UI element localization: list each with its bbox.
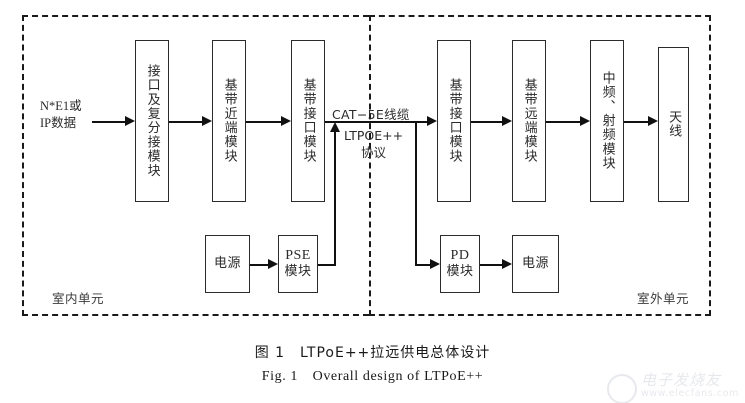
connector-riser-to-pd	[415, 264, 430, 266]
figure-caption-en: Fig. 1 Overall design of LTPoE++	[261, 369, 484, 384]
input-signal-label-line2: IP数据	[40, 115, 77, 130]
figure-caption: 图 1 LTPoE++拉远供电总体设计 Fig. 1 Overall desig…	[0, 342, 745, 385]
indoor-unit-label: 室内单元	[52, 291, 105, 306]
block-pse: PSE 模块	[278, 235, 318, 293]
cable-type-label: CAT−5E线缆	[332, 107, 410, 122]
block-if-rf-label: 中频、射频模块	[599, 71, 615, 171]
input-signal-label: N*E1或 IP数据	[40, 98, 82, 132]
connector-power-indoor-to-pse	[250, 264, 268, 266]
block-baseband-if-indoor-label: 基带接口模块	[300, 78, 316, 164]
arrowhead-baseband-if-outdoor-to-baseband-far	[502, 116, 512, 126]
outdoor-unit-boundary	[369, 15, 711, 316]
block-interface-mux-label: 接口及复分接模块	[144, 64, 160, 178]
figure-caption-cn: 图 1 LTPoE++拉远供电总体设计	[254, 345, 491, 361]
arrowhead-cat5e-to-baseband-if-outdoor	[427, 116, 437, 126]
arrowhead-interface-mux-to-baseband-near	[202, 116, 212, 126]
arrowhead-baseband-far-to-if-rf	[580, 116, 590, 126]
arrowhead-if-rf-to-antenna	[648, 116, 658, 126]
connector-if-rf-to-antenna	[624, 121, 648, 123]
indoor-unit-boundary	[22, 15, 369, 316]
block-pse-label-line2: 模块	[284, 263, 312, 279]
connector-interface-mux-to-baseband-near	[169, 121, 202, 123]
block-pd-label-line1: PD	[450, 248, 470, 264]
block-if-rf: 中频、射频模块	[590, 40, 624, 202]
arrowhead-pse-power-into-cable	[330, 122, 340, 132]
block-antenna: 天线	[658, 47, 689, 202]
block-baseband-if-outdoor-label: 基带接口模块	[446, 78, 462, 164]
protocol-label-line2: 协议	[361, 144, 387, 160]
block-power-outdoor-label: 电源	[521, 255, 549, 271]
connector-baseband-far-to-if-rf	[546, 121, 580, 123]
watermark-url: www.elecfans.com	[640, 387, 739, 399]
connector-baseband-if-outdoor-to-baseband-far	[471, 121, 502, 123]
arrowhead-pd-to-power-outdoor	[502, 259, 512, 269]
connector-cable-to-pd-vertical	[415, 121, 417, 264]
connector-cat5e-cable	[325, 121, 427, 123]
block-pd: PD 模块	[440, 235, 480, 293]
block-power-indoor: 电源	[205, 235, 250, 293]
block-antenna-label: 天线	[666, 110, 682, 139]
connector-pse-to-riser	[318, 264, 335, 266]
arrowhead-power-indoor-to-pse	[268, 259, 278, 269]
arrowhead-baseband-near-to-baseband-if-indoor	[281, 116, 291, 126]
connector-input-to-interface-mux	[92, 121, 125, 123]
block-baseband-far: 基带远端模块	[512, 40, 546, 202]
block-power-outdoor: 电源	[512, 235, 559, 293]
arrowhead-riser-to-pd	[430, 259, 440, 269]
block-pse-label-line1: PSE	[285, 248, 311, 264]
protocol-label: LTPOE++ 协议	[344, 128, 403, 162]
connector-pse-riser-vertical	[334, 132, 336, 266]
block-baseband-if-outdoor: 基带接口模块	[437, 40, 471, 202]
outdoor-unit-label: 室外单元	[637, 291, 690, 306]
connector-baseband-near-to-baseband-if-indoor	[246, 121, 281, 123]
connector-pd-to-power-outdoor	[480, 264, 502, 266]
block-interface-mux: 接口及复分接模块	[135, 40, 169, 202]
protocol-label-line1: LTPOE++	[344, 128, 404, 143]
block-baseband-if-indoor: 基带接口模块	[291, 40, 325, 202]
arrowhead-input-to-interface-mux	[125, 116, 135, 126]
block-baseband-near: 基带近端模块	[212, 40, 246, 202]
block-baseband-far-label: 基带远端模块	[521, 78, 537, 164]
block-baseband-near-label: 基带近端模块	[221, 78, 237, 164]
block-power-indoor-label: 电源	[213, 255, 241, 271]
block-pd-label-line2: 模块	[446, 263, 474, 279]
input-signal-label-line1: N*E1或	[40, 99, 82, 113]
